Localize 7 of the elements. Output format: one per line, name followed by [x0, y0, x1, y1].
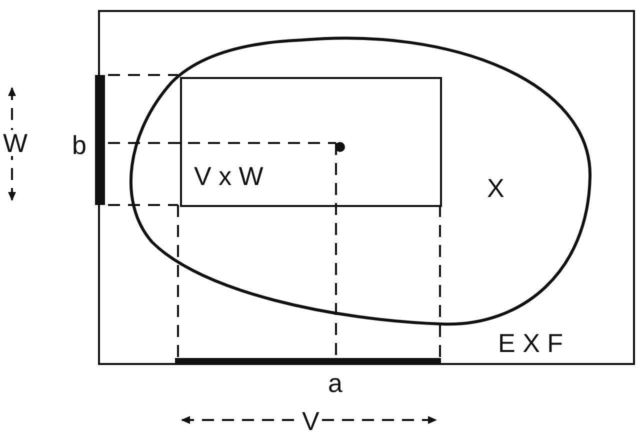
- outer-rectangle: [98, 10, 635, 365]
- shape-label: V x W: [194, 163, 264, 189]
- dimension-label: W: [1, 130, 30, 156]
- shape-label: E X F: [498, 330, 564, 356]
- point-marker: [335, 142, 345, 152]
- inner-rectangle: [180, 77, 442, 207]
- shape-label: X: [487, 175, 504, 201]
